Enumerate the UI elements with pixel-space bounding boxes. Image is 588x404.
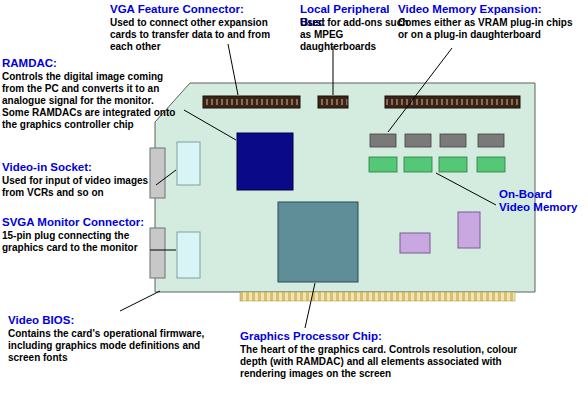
- svga-connector: [177, 232, 200, 278]
- video-memory-chips: [369, 157, 505, 172]
- callout-heading: Video BIOS:: [8, 314, 223, 327]
- callout-heading: SVGA Monitor Connector:: [2, 216, 150, 229]
- callout: Used to connect other expansion cards to…: [110, 17, 288, 53]
- callout: Video-in Socket:: [2, 161, 152, 174]
- callout-text: Contains the card's operational firmware…: [8, 328, 223, 364]
- callout: Video Memory Expansion:: [398, 3, 586, 16]
- callout: Controls the digital image coming from t…: [2, 71, 182, 131]
- callout: The heart of the graphics card. Controls…: [240, 344, 540, 380]
- vga-feature-connector: [203, 96, 300, 108]
- small-chip: [458, 212, 480, 248]
- callout-text: Used for input of video images from VCRs…: [2, 175, 152, 199]
- callout: 15-pin plug connecting the graphics card…: [2, 230, 150, 254]
- callout-text: Comes either as VRAM plug-in chips or on…: [398, 17, 584, 41]
- callout-heading: Video-in Socket:: [2, 161, 152, 174]
- graphics-processor-chip: [278, 202, 358, 282]
- vram-sockets: [370, 134, 504, 147]
- callout: Contains the card's operational firmware…: [8, 328, 223, 364]
- video-in-socket: [177, 142, 200, 185]
- callout-heading: On-Board Video Memory: [499, 188, 579, 214]
- callout: Used for input of video images from VCRs…: [2, 175, 152, 199]
- edge-connector: [240, 292, 515, 301]
- callout: On-Board Video Memory: [499, 188, 579, 214]
- local-bus-connector: [318, 96, 348, 108]
- callout-text: Controls the digital image coming from t…: [2, 71, 182, 131]
- callout: Graphics Processor Chip:: [240, 330, 540, 343]
- callout: SVGA Monitor Connector:: [2, 216, 150, 229]
- memory-expansion-connector: [385, 96, 520, 108]
- callout-text: Used to connect other expansion cards to…: [110, 17, 288, 53]
- svga-bracket: [150, 228, 165, 278]
- callout: VGA Feature Connector:: [110, 3, 290, 16]
- ramdac-chip: [237, 133, 293, 190]
- callout-heading: RAMDAC:: [2, 57, 182, 70]
- callout: Comes either as VRAM plug-in chips or on…: [398, 17, 584, 41]
- circuit-board: [155, 83, 535, 292]
- callout-heading: VGA Feature Connector:: [110, 3, 290, 16]
- callout-heading: Graphics Processor Chip:: [240, 330, 540, 343]
- callout: Video BIOS:: [8, 314, 223, 327]
- video-in-bracket: [150, 148, 165, 198]
- callout-text: 15-pin plug connecting the graphics card…: [2, 230, 150, 254]
- callout-heading: Video Memory Expansion:: [398, 3, 586, 16]
- callout: RAMDAC:: [2, 57, 182, 70]
- bios-chip: [400, 233, 430, 253]
- leader-lines: [120, 44, 496, 328]
- callout-text: The heart of the graphics card. Controls…: [240, 344, 540, 380]
